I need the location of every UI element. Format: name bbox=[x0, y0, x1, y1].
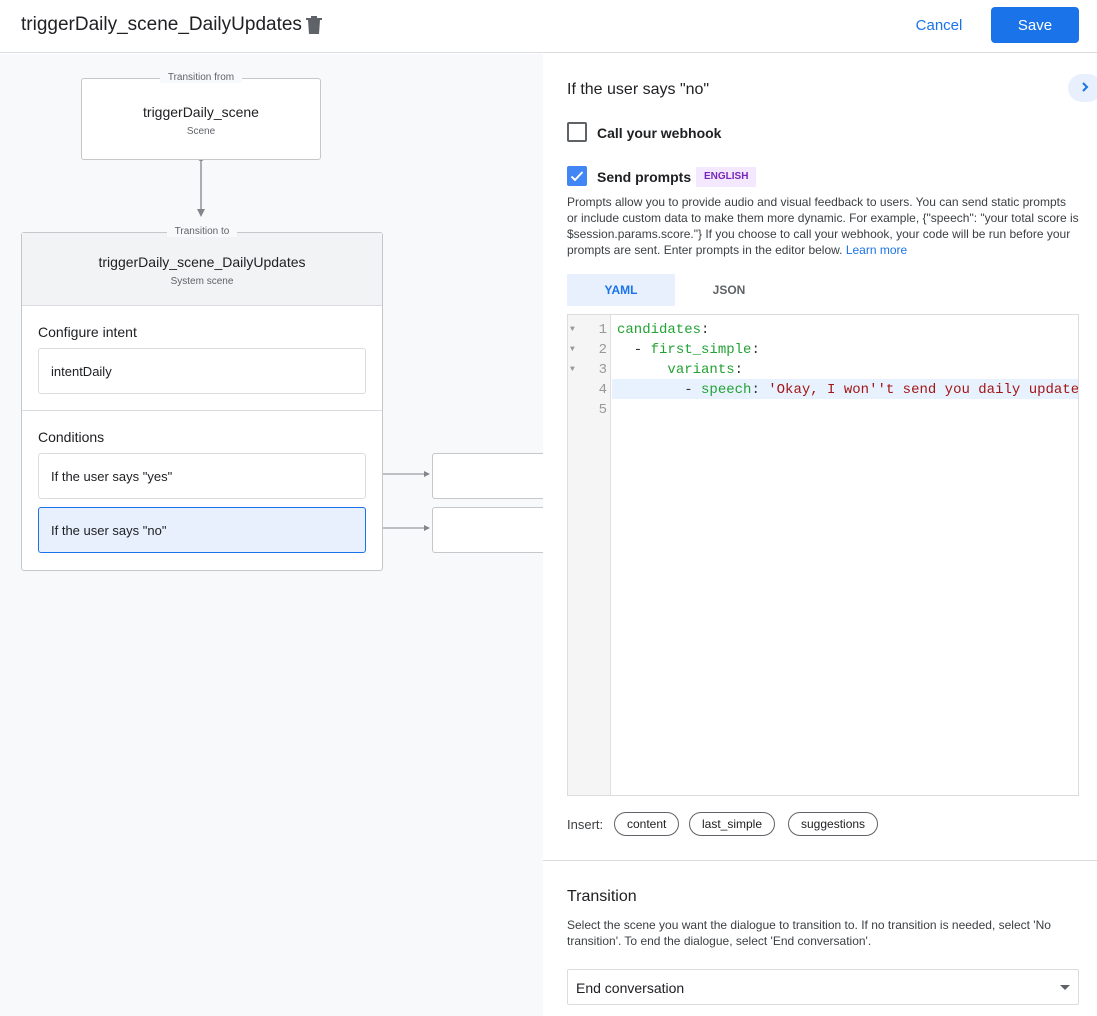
line-number: 5 bbox=[598, 402, 607, 418]
line-number: 4 bbox=[598, 382, 607, 398]
transition-description: Select the scene you want the dialogue t… bbox=[567, 918, 1051, 948]
save-button[interactable]: Save bbox=[991, 7, 1079, 43]
fold-icon[interactable]: ▼ bbox=[570, 365, 575, 374]
cancel-button[interactable]: Cancel bbox=[903, 8, 975, 42]
language-badge: ENGLISH bbox=[696, 167, 757, 187]
condition-no-target[interactable] bbox=[432, 507, 543, 553]
trash-icon[interactable] bbox=[305, 15, 323, 35]
insert-last-simple-chip[interactable]: last_simple bbox=[689, 812, 776, 836]
prompts-description: Prompts allow you to provide audio and v… bbox=[567, 194, 1079, 258]
line-number: 2 bbox=[598, 342, 607, 358]
transition-to-node: Transition to triggerDaily_scene_DailyUp… bbox=[21, 226, 383, 571]
insert-content-chip[interactable]: content bbox=[614, 812, 680, 836]
transition-to-label: Transition to bbox=[166, 226, 238, 237]
line-number: 1 bbox=[598, 322, 607, 338]
insert-suggestions-chip[interactable]: suggestions bbox=[788, 812, 879, 836]
dropdown-arrow-icon bbox=[1060, 985, 1070, 990]
fold-icon[interactable]: ▼ bbox=[570, 345, 575, 354]
insert-label: Insert: bbox=[567, 817, 604, 832]
details-panel bbox=[543, 54, 1097, 1016]
from-scene-type: Scene bbox=[186, 126, 216, 137]
send-prompts-label: Send prompts bbox=[597, 169, 692, 185]
from-scene-name: triggerDaily_scene bbox=[143, 104, 259, 120]
code-line-4: - speech: 'Okay, I won''t send you daily… bbox=[617, 382, 1078, 398]
code-line-3: variants: bbox=[667, 362, 744, 378]
panel-heading: If the user says "no" bbox=[567, 81, 710, 98]
transition-from-label: Transition from bbox=[159, 72, 243, 83]
divider bbox=[543, 860, 1097, 861]
code-line-2: - first_simple: bbox=[617, 342, 760, 358]
condition-yes[interactable]: If the user says "yes" bbox=[38, 453, 366, 499]
webhook-label: Call your webhook bbox=[597, 125, 722, 141]
chevron-right-icon bbox=[1082, 81, 1089, 92]
header: triggerDaily_scene_DailyUpdates Cancel S… bbox=[0, 0, 1097, 53]
line-number: 3 bbox=[598, 362, 607, 378]
check-icon bbox=[570, 171, 584, 182]
transition-select[interactable]: End conversation bbox=[567, 969, 1079, 1005]
configure-intent-label: Configure intent bbox=[38, 324, 137, 340]
tab-json[interactable]: JSON bbox=[712, 283, 746, 297]
collapse-panel-button[interactable] bbox=[1068, 74, 1097, 102]
intent-field[interactable]: intentDaily bbox=[38, 348, 366, 394]
page-title: triggerDaily_scene_DailyUpdates bbox=[21, 14, 302, 35]
active-line-highlight bbox=[612, 379, 1078, 399]
description-text: Prompts allow you to provide audio and v… bbox=[567, 195, 1079, 257]
code-line-1: candidates: bbox=[617, 322, 710, 338]
to-scene-type: System scene bbox=[170, 276, 234, 287]
send-prompts-checkbox[interactable] bbox=[567, 166, 587, 186]
transition-heading: Transition bbox=[567, 888, 637, 905]
fold-icon[interactable]: ▼ bbox=[570, 325, 575, 334]
transition-selected-value: End conversation bbox=[576, 980, 685, 996]
condition-no[interactable]: If the user says "no" bbox=[38, 507, 366, 553]
webhook-checkbox[interactable] bbox=[567, 122, 587, 142]
condition-yes-target[interactable] bbox=[432, 453, 543, 499]
transition-from-node[interactable]: Transition from triggerDaily_scene Scene bbox=[81, 72, 321, 160]
conditions-label: Conditions bbox=[38, 429, 105, 445]
tab-yaml[interactable]: YAML bbox=[567, 274, 675, 306]
learn-more-link[interactable]: Learn more bbox=[845, 243, 908, 257]
flow-canvas: Transition from triggerDaily_scene Scene… bbox=[0, 54, 543, 1016]
to-scene-name: triggerDaily_scene_DailyUpdates bbox=[98, 254, 306, 270]
code-editor[interactable]: ▼ 1 ▼ 2 ▼ 3 4 5 candidates: - first_simple:… bbox=[567, 314, 1079, 796]
editor-gutter bbox=[568, 315, 611, 795]
